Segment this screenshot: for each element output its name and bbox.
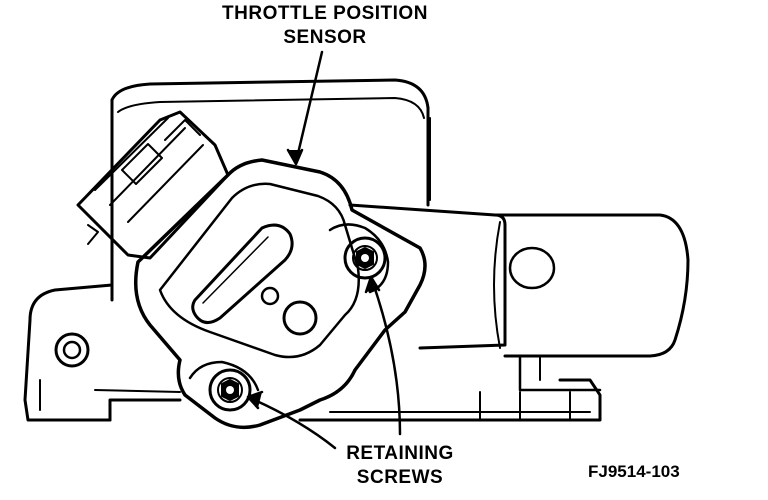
upper-screw-leader-arrowhead (364, 275, 381, 294)
throttle-position-sensor (134, 158, 427, 430)
tps-label-line1: THROTTLE POSITION (222, 3, 428, 24)
leader-lines (246, 50, 402, 450)
retaining-screw-lower (208, 368, 252, 412)
tps-leader-arrowhead (286, 148, 304, 166)
tps-label-line2: SENSOR (283, 27, 367, 48)
sensor-connector (76, 110, 230, 260)
throttle-body-right-housing (348, 203, 690, 392)
retaining-screw-upper (343, 236, 387, 280)
throttle-bore (110, 78, 431, 302)
retaining-screws-label-line1: RETAINING (346, 443, 454, 464)
figure-id: FJ9514-103 (588, 462, 680, 481)
lower-screw-leader-arrowhead (246, 390, 264, 410)
retaining-screws-label-line2: SCREWS (356, 467, 444, 488)
tps-leader-line (294, 50, 324, 164)
tps-label: THROTTLE POSITION SENSOR (205, 2, 445, 50)
throttle-body-base (23, 283, 602, 422)
retaining-screws-label: RETAINING SCREWS (325, 442, 475, 490)
lower-screw-leader-line (248, 396, 337, 450)
upper-screw-leader-line (370, 278, 402, 436)
